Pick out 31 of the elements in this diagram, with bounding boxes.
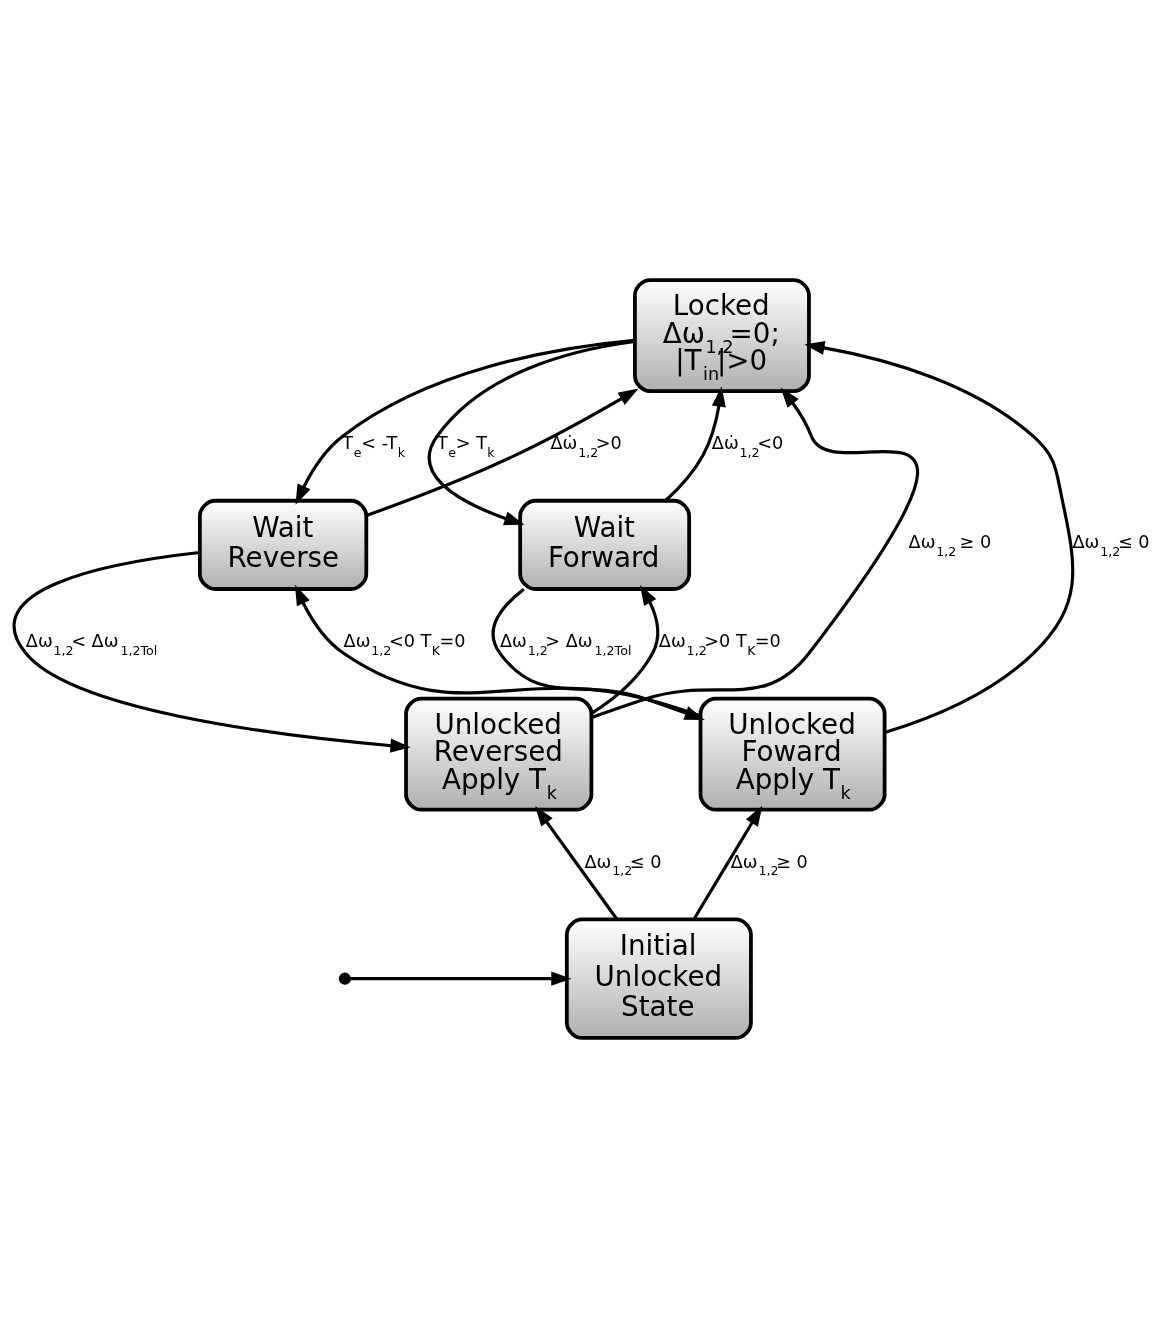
arrow bbox=[535, 805, 619, 920]
edge-label: Δω̇$_{1,2}$>0 bbox=[550, 432, 622, 460]
arrow bbox=[692, 805, 763, 920]
edge-label: Δω$_{1,2}$<0 T$_{K}$=0 bbox=[343, 630, 466, 658]
arrow bbox=[591, 387, 919, 719]
arrow bbox=[12, 550, 411, 753]
node-circle bbox=[338, 972, 351, 985]
node-box: Unlocked Foward Apply T$_{k}$ bbox=[698, 696, 887, 812]
edge-label: Δω̇$_{1,2}$<0 bbox=[711, 432, 784, 460]
arrow bbox=[427, 339, 636, 525]
edge-label: Δω$_{1,2}$≤ 0 bbox=[584, 851, 662, 878]
edge-label: Δω$_{1,2}$ ≥ 0 bbox=[908, 531, 992, 559]
edge-label: Δω$_{1,2}$>0 T$_{K}$=0 bbox=[658, 630, 781, 658]
node-box: Wait Reverse bbox=[197, 498, 369, 591]
node-box: Locked Δω$_{1,2}$=0; |T$_{in}$|>0 bbox=[633, 277, 811, 393]
edge-label: Δω$_{1,2}$> Δω$_{1,2Tol}$ bbox=[499, 630, 632, 658]
edge-label: Δω$_{1,2}$≥ 0 bbox=[730, 851, 808, 878]
arrow bbox=[366, 388, 639, 517]
edge-label: Δω$_{1,2}$< Δω$_{1,2Tol}$ bbox=[25, 630, 158, 658]
edge-label: Δω$_{1,2}$≤ 0 bbox=[1072, 531, 1150, 559]
arrow bbox=[350, 971, 572, 986]
arrow bbox=[295, 338, 635, 505]
node-box: Initial Unlocked State bbox=[564, 917, 753, 1040]
node-box: Unlocked Reversed Apply T$_{k}$ bbox=[404, 696, 594, 812]
arrow bbox=[294, 584, 701, 717]
arrow bbox=[804, 340, 1075, 734]
arrow bbox=[664, 386, 726, 502]
arrow bbox=[590, 584, 660, 715]
edge-label: T$_{e}$> T$_{k}$ bbox=[436, 432, 495, 460]
node-box: Wait Forward bbox=[518, 498, 692, 591]
arrow bbox=[491, 587, 705, 720]
